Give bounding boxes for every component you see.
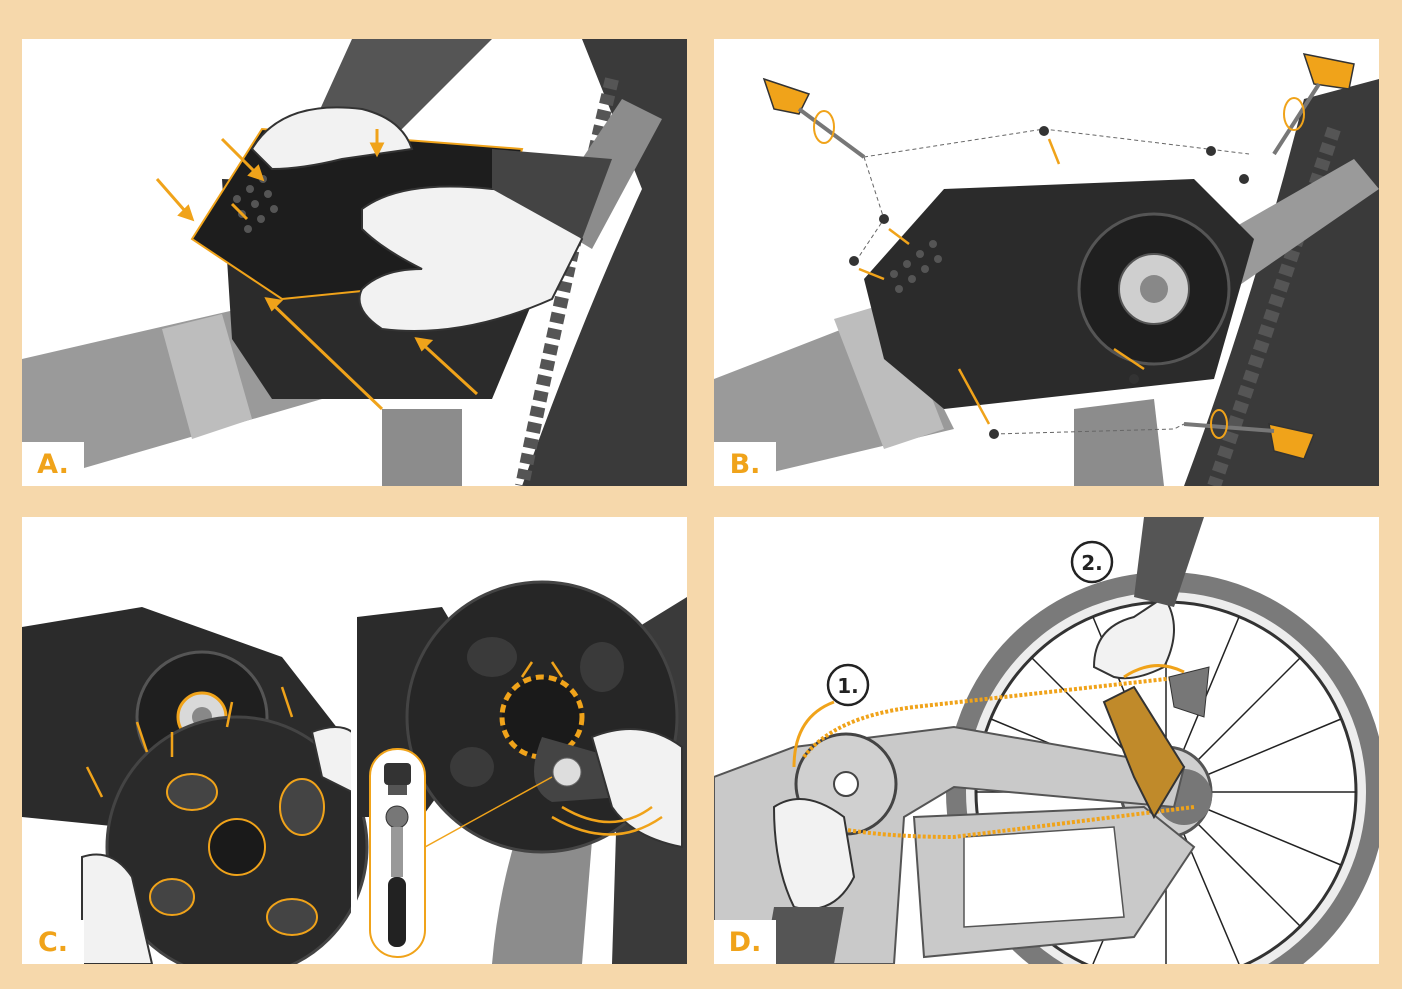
hand-icon <box>250 106 414 171</box>
chainring-center <box>208 818 266 876</box>
step-1-badge <box>826 663 870 707</box>
callout-leader <box>424 776 553 848</box>
panel-label: C. <box>22 920 84 964</box>
rotate-arrow-icon <box>813 97 1305 439</box>
chainring-center <box>833 771 859 797</box>
derailleur-cage <box>1168 666 1210 718</box>
seat-tube <box>382 409 462 486</box>
sleeve <box>1134 517 1204 607</box>
ratchet-icon <box>385 805 409 947</box>
seat-tube <box>1074 399 1164 486</box>
panel-label: D. <box>714 920 776 964</box>
hex-key-icon <box>1183 422 1316 460</box>
hand-icon <box>358 185 584 332</box>
panel-b-remove-bolts: B. <box>714 39 1379 486</box>
lockring <box>499 674 585 760</box>
step-2-badge <box>1070 540 1114 584</box>
tire-shape <box>522 39 687 486</box>
derailleur <box>1102 685 1186 820</box>
rotate-arrow-icon <box>520 661 663 836</box>
hand-icon <box>81 853 154 964</box>
chainring-cutouts <box>450 637 624 787</box>
panel-a-remove-cover: A. <box>22 39 687 486</box>
hex-key-icon <box>762 77 866 159</box>
chainring-cutouts <box>149 773 325 936</box>
bolt-icon <box>849 126 1249 439</box>
tool-socket <box>552 757 582 787</box>
panel-d-chain: 1. 2. D. <box>714 517 1379 964</box>
hand-icon <box>772 798 856 910</box>
lockring-tool-icon <box>384 763 411 795</box>
sleeve <box>492 149 612 239</box>
motor-vent-holes <box>890 240 942 293</box>
step-2-label: 2. <box>1081 551 1103 575</box>
panel-c-illustration <box>22 517 687 964</box>
tube-clamp <box>834 301 944 449</box>
hand-icon <box>1092 595 1175 680</box>
sleeve <box>764 907 844 964</box>
tube-clamp <box>162 314 252 439</box>
seat-stay <box>1214 159 1379 289</box>
rotate-arrow-icon <box>792 664 1185 768</box>
spindle-center <box>1140 275 1168 303</box>
panel-a-illustration <box>22 39 687 486</box>
panel-label: B. <box>714 442 776 486</box>
tire-tread <box>1207 126 1341 486</box>
panel-b-illustration <box>714 53 1379 486</box>
step-1-label: 1. <box>837 674 859 698</box>
direction-arrows <box>858 138 1145 425</box>
direction-arrows <box>155 129 479 411</box>
panel-d-illustration: 1. 2. <box>714 517 1379 964</box>
panel-label: A. <box>22 442 84 486</box>
frame-cutout <box>963 826 1125 928</box>
panel-c-remove-chainring: C. <box>22 517 687 964</box>
direction-arrows <box>85 686 294 798</box>
hex-key-icon <box>1272 53 1355 156</box>
